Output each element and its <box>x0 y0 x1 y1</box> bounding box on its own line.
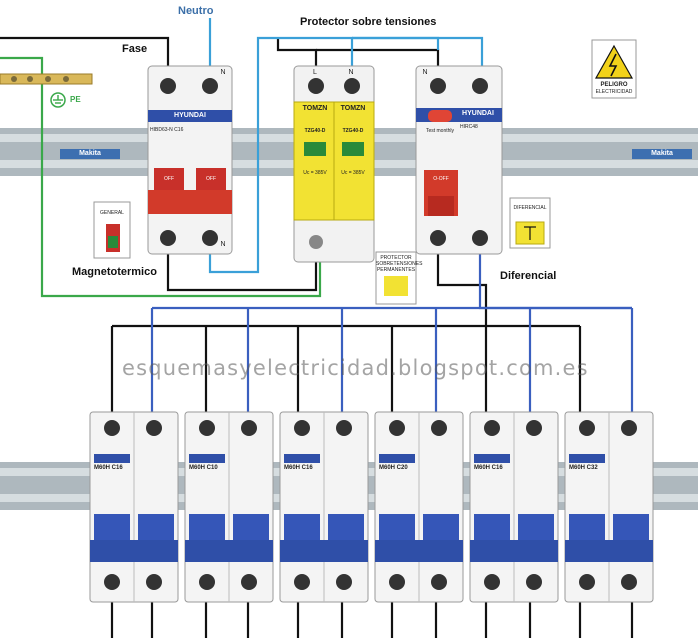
diferencial-sign-text: DIFERENCIAL <box>513 205 547 211</box>
residual-current-device[interactable] <box>415 65 503 255</box>
circuit-breakers-row <box>89 411 654 603</box>
spd-specs: Uc = 385V <box>303 170 327 176</box>
wire-distribution-blue <box>150 250 634 412</box>
rcd-off-label: O-OFF <box>433 176 449 182</box>
main-breaker-off-2: OFF <box>206 176 216 182</box>
circuit-breaker-label-1: M60H C16 <box>94 465 123 471</box>
main-breaker[interactable] <box>147 65 233 255</box>
circuit-breaker-3[interactable] <box>279 411 369 603</box>
wire-distribution-black <box>110 250 582 412</box>
diferencial-label: Diferencial <box>500 270 557 282</box>
rcd-model: HIRC48 <box>460 124 478 130</box>
wire-pe <box>0 56 322 298</box>
circuit-breaker-2[interactable] <box>184 411 274 603</box>
spd-terminal-l: L <box>313 69 317 76</box>
peligro-text: PELIGRO <box>600 82 628 88</box>
peligro-subtext: ELECTRICIDAD <box>595 89 633 95</box>
rail-brand-right: Makita <box>651 150 673 157</box>
spd-terminal-n: N <box>348 69 354 76</box>
danger-sign <box>591 39 637 99</box>
watermark: esquemasyelectricidad.blogspot.com.es <box>122 356 589 380</box>
magnetotermico-label: Magnetotermico <box>72 266 157 278</box>
rcd-brand: HYUNDAI <box>462 110 494 117</box>
protector-label: Protector sobre tensiones <box>300 16 437 28</box>
diferencial-sign <box>509 197 551 249</box>
circuit-breaker-label-5: M60H C16 <box>474 465 503 471</box>
main-breaker-terminal-n: N <box>220 69 226 76</box>
main-breaker-brand: HYUNDAI <box>174 112 206 119</box>
general-sign-text: GENERAL <box>100 210 124 216</box>
general-sign <box>93 201 131 259</box>
rcd-test-label: Test monthly <box>425 128 455 134</box>
rcd-terminal-n: N <box>422 69 428 76</box>
ground-bar <box>0 73 93 85</box>
circuit-breaker-label-6: M60H C32 <box>569 465 598 471</box>
main-breaker-off: OFF <box>164 176 174 182</box>
circuit-breaker-label-2: M60H C10 <box>189 465 218 471</box>
circuit-breaker-1[interactable] <box>89 411 179 603</box>
circuit-breaker-6[interactable] <box>564 411 654 603</box>
main-breaker-terminal-n-bottom: N <box>220 241 226 248</box>
spd-brand-2: TOMZN <box>340 105 366 112</box>
circuit-breaker-label-3: M60H C16 <box>284 465 313 471</box>
pe-label: PE <box>70 95 81 104</box>
ground-icon <box>50 92 66 108</box>
fase-label: Fase <box>122 43 148 55</box>
surge-protector[interactable] <box>293 65 375 263</box>
spd-brand: TOMZN <box>302 105 328 112</box>
circuit-breaker-4[interactable] <box>374 411 464 603</box>
protector-sign <box>375 251 417 305</box>
circuit-breaker-5[interactable] <box>469 411 559 603</box>
output-wires <box>110 600 634 638</box>
spd-model-2: TZG40-D <box>342 128 364 134</box>
wire-neutro <box>208 18 484 274</box>
main-breaker-model: HIBD63-N C16 <box>150 127 184 133</box>
circuit-breaker-label-4: M60H C20 <box>379 465 408 471</box>
protector-sign-text: PROTECTOR SOBRETENSIONES PERMANENTES <box>376 255 423 273</box>
neutro-label: Neutro <box>178 5 214 17</box>
spd-specs-2: Uc = 385V <box>341 170 365 176</box>
rail-brand-left: Makita <box>79 150 101 157</box>
spd-model: TZG40-D <box>304 128 326 134</box>
